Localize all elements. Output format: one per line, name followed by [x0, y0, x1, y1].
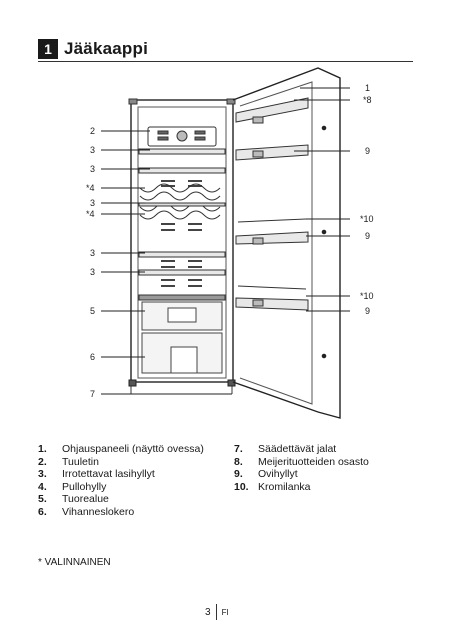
page-number: 3	[205, 606, 211, 618]
adjustable-feet	[128, 379, 236, 387]
right-callouts: 1 *8 9 *10 9 *10 9	[360, 83, 374, 316]
glass-shelves	[138, 148, 226, 301]
legend-item: 1.Ohjauspaneeli (näyttö ovessa)	[38, 443, 204, 455]
section-number: 1	[38, 39, 58, 59]
callout-label: 9	[365, 146, 370, 156]
legend-left: 1.Ohjauspaneeli (näyttö ovessa) 2.Tuulet…	[38, 443, 204, 518]
callout-label: 9	[365, 306, 370, 316]
legend-item: 9.Ovihyllyt	[234, 468, 298, 480]
legend-item: 8.Meijerituotteiden osasto	[234, 455, 369, 468]
chrome-wires	[237, 218, 307, 290]
language-code: FI	[221, 607, 229, 617]
legend-item: 3.Irrotettavat lasihyllyt	[38, 468, 155, 480]
callout-label: 7	[90, 389, 95, 399]
legend-item: 5.Tuorealue	[38, 493, 109, 505]
bottle-racks	[138, 183, 226, 220]
callout-label: 3	[90, 267, 95, 277]
door-shelves	[235, 97, 309, 311]
legend-right: 7.Säädettävät jalat 8.Meijerituotteiden …	[234, 443, 369, 493]
callout-label: 1	[365, 83, 370, 93]
fan-panel	[147, 126, 217, 147]
callout-label: 3	[90, 248, 95, 258]
air-vents	[161, 180, 202, 287]
callout-label: *8	[363, 95, 372, 105]
left-leader-lines	[101, 130, 233, 395]
legend-item: 2.Tuuletin	[38, 455, 99, 468]
page-footer: 3 FI	[205, 604, 229, 620]
callout-label: 2	[90, 126, 95, 136]
callout-label: *10	[360, 214, 374, 224]
legend-item: 7.Säädettävät jalat	[234, 443, 337, 455]
footer-divider	[215, 604, 217, 620]
section-header: 1 Jääkaappi	[38, 38, 148, 60]
callout-label: 3	[90, 145, 95, 155]
left-callouts: 2 3 3 *4 3 *4 3 3 5 6 7	[86, 126, 95, 399]
callout-label: 9	[365, 231, 370, 241]
legend-item: 10.Kromilanka	[234, 480, 311, 493]
callout-label: 6	[90, 352, 95, 362]
fridge-door	[232, 67, 341, 419]
callout-label: *4	[86, 183, 95, 193]
fridge-cabinet	[128, 98, 236, 383]
callout-label: 3	[90, 164, 95, 174]
callout-label: *4	[86, 209, 95, 219]
right-leader-lines	[294, 87, 350, 312]
footnote: * VALINNAINEN	[38, 557, 111, 568]
crisper-area	[141, 301, 223, 374]
callout-label: *10	[360, 291, 374, 301]
section-title: Jääkaappi	[64, 39, 149, 58]
legend-item: 6.Vihanneslokero	[38, 505, 135, 518]
header-rule	[38, 61, 413, 62]
callout-label: 3	[90, 198, 95, 208]
callout-label: 5	[90, 306, 95, 316]
legend-item: 4.Pullohylly	[38, 480, 107, 493]
